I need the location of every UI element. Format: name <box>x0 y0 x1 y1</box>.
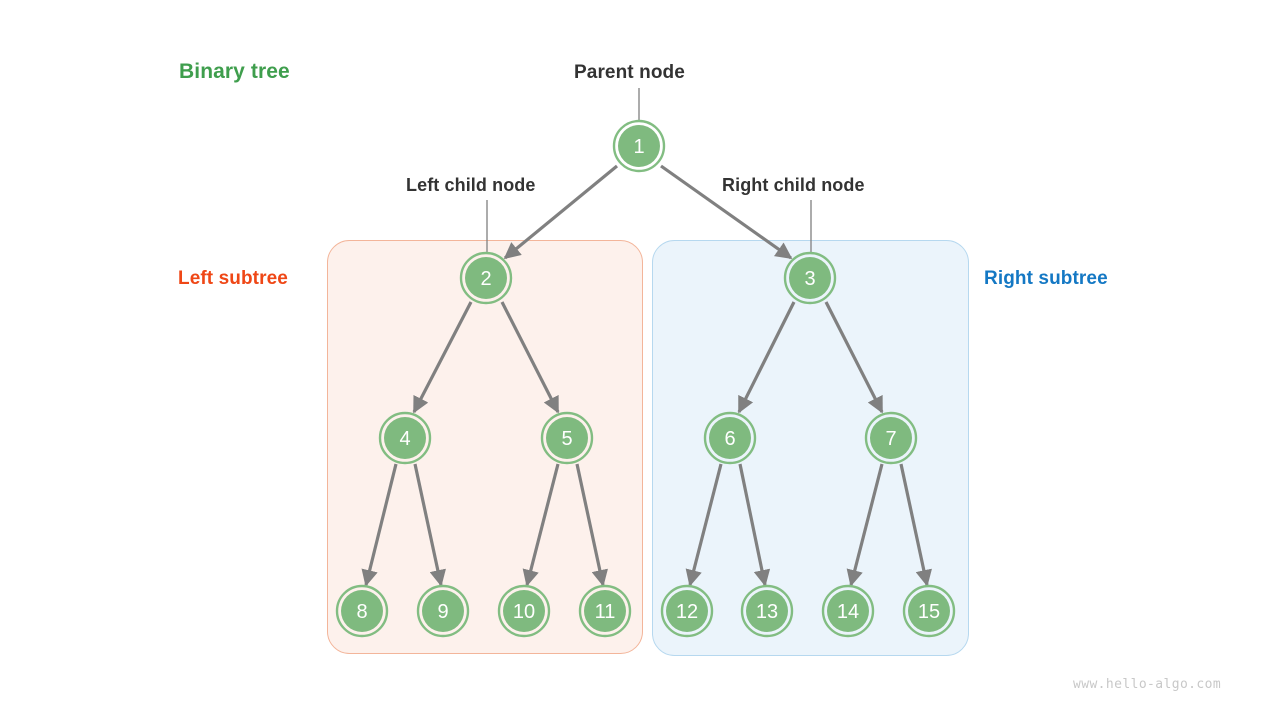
node-value: 3 <box>804 268 815 290</box>
node-ring <box>540 411 594 465</box>
edge-2-5 <box>500 301 560 414</box>
tree-node-15[interactable]: 15 <box>902 584 956 638</box>
node-ring <box>902 584 956 638</box>
tree-node-7[interactable]: 7 <box>864 411 918 465</box>
node-value: 10 <box>513 601 535 623</box>
node-ring <box>612 119 666 173</box>
node-ring <box>660 584 714 638</box>
node-value: 8 <box>356 601 367 623</box>
node-ring <box>335 584 389 638</box>
node-circle <box>746 590 788 632</box>
node-circle <box>546 417 588 459</box>
node-value: 15 <box>918 601 940 623</box>
edge-3-6 <box>737 301 796 414</box>
diagram-title: Binary tree <box>179 60 290 83</box>
edge-2-4 <box>412 301 473 414</box>
label-left-child-node: Left child node <box>406 175 536 195</box>
edge-1-2 <box>503 164 619 260</box>
node-ring <box>783 251 837 305</box>
node-ring <box>416 584 470 638</box>
node-value: 1 <box>633 136 644 158</box>
label-right-child-node: Right child node <box>722 175 865 195</box>
tree-edges <box>361 164 932 587</box>
edge-5-10 <box>522 463 560 587</box>
watermark: www.hello-algo.com <box>1073 677 1222 692</box>
node-circle <box>789 257 831 299</box>
node-ring <box>497 584 551 638</box>
edge-7-14 <box>846 463 884 587</box>
node-value: 5 <box>561 428 572 450</box>
node-ring <box>864 411 918 465</box>
node-circle <box>384 417 426 459</box>
node-circle <box>465 257 507 299</box>
label-left-subtree: Left subtree <box>178 268 288 289</box>
edge-5-11 <box>575 463 608 587</box>
node-circle <box>422 590 464 632</box>
node-ring <box>378 411 432 465</box>
tree-node-2[interactable]: 2 <box>459 251 513 305</box>
label-parent-node: Parent node <box>574 62 685 83</box>
tree-node-10[interactable]: 10 <box>497 584 551 638</box>
node-circle <box>870 417 912 459</box>
tree-node-14[interactable]: 14 <box>821 584 875 638</box>
annotation-leaders <box>486 88 812 253</box>
tree-node-12[interactable]: 12 <box>660 584 714 638</box>
node-circle <box>503 590 545 632</box>
node-circle <box>827 590 869 632</box>
tree-node-3[interactable]: 3 <box>783 251 837 305</box>
edge-1-3 <box>660 164 793 260</box>
edge-6-12 <box>685 463 723 587</box>
node-value: 14 <box>837 601 859 623</box>
node-circle <box>908 590 950 632</box>
tree-node-13[interactable]: 13 <box>740 584 794 638</box>
node-ring <box>703 411 757 465</box>
node-value: 4 <box>399 428 410 450</box>
node-ring <box>578 584 632 638</box>
node-circle <box>709 417 751 459</box>
node-circle <box>618 125 660 167</box>
tree-node-4[interactable]: 4 <box>378 411 432 465</box>
edge-4-8 <box>361 463 398 587</box>
left-subtree-panel <box>327 240 643 654</box>
edge-6-13 <box>738 463 771 587</box>
node-value: 7 <box>885 428 896 450</box>
label-right-subtree: Right subtree <box>984 268 1108 289</box>
node-ring <box>740 584 794 638</box>
node-circle <box>341 590 383 632</box>
node-ring <box>821 584 875 638</box>
edge-4-9 <box>413 463 446 587</box>
edge-3-7 <box>824 301 884 414</box>
edge-7-15 <box>899 463 932 587</box>
node-ring <box>459 251 513 305</box>
node-value: 13 <box>756 601 778 623</box>
node-value: 11 <box>595 601 616 623</box>
tree-node-9[interactable]: 9 <box>416 584 470 638</box>
node-circle <box>666 590 708 632</box>
tree-node-6[interactable]: 6 <box>703 411 757 465</box>
tree-node-5[interactable]: 5 <box>540 411 594 465</box>
tree-node-11[interactable]: 11 <box>578 584 632 638</box>
tree-node-1[interactable]: 1 <box>612 119 666 173</box>
node-circle <box>584 590 626 632</box>
node-value: 6 <box>724 428 735 450</box>
tree-node-8[interactable]: 8 <box>335 584 389 638</box>
node-value: 2 <box>480 268 491 290</box>
node-value: 9 <box>437 601 448 623</box>
node-value: 12 <box>676 601 698 623</box>
